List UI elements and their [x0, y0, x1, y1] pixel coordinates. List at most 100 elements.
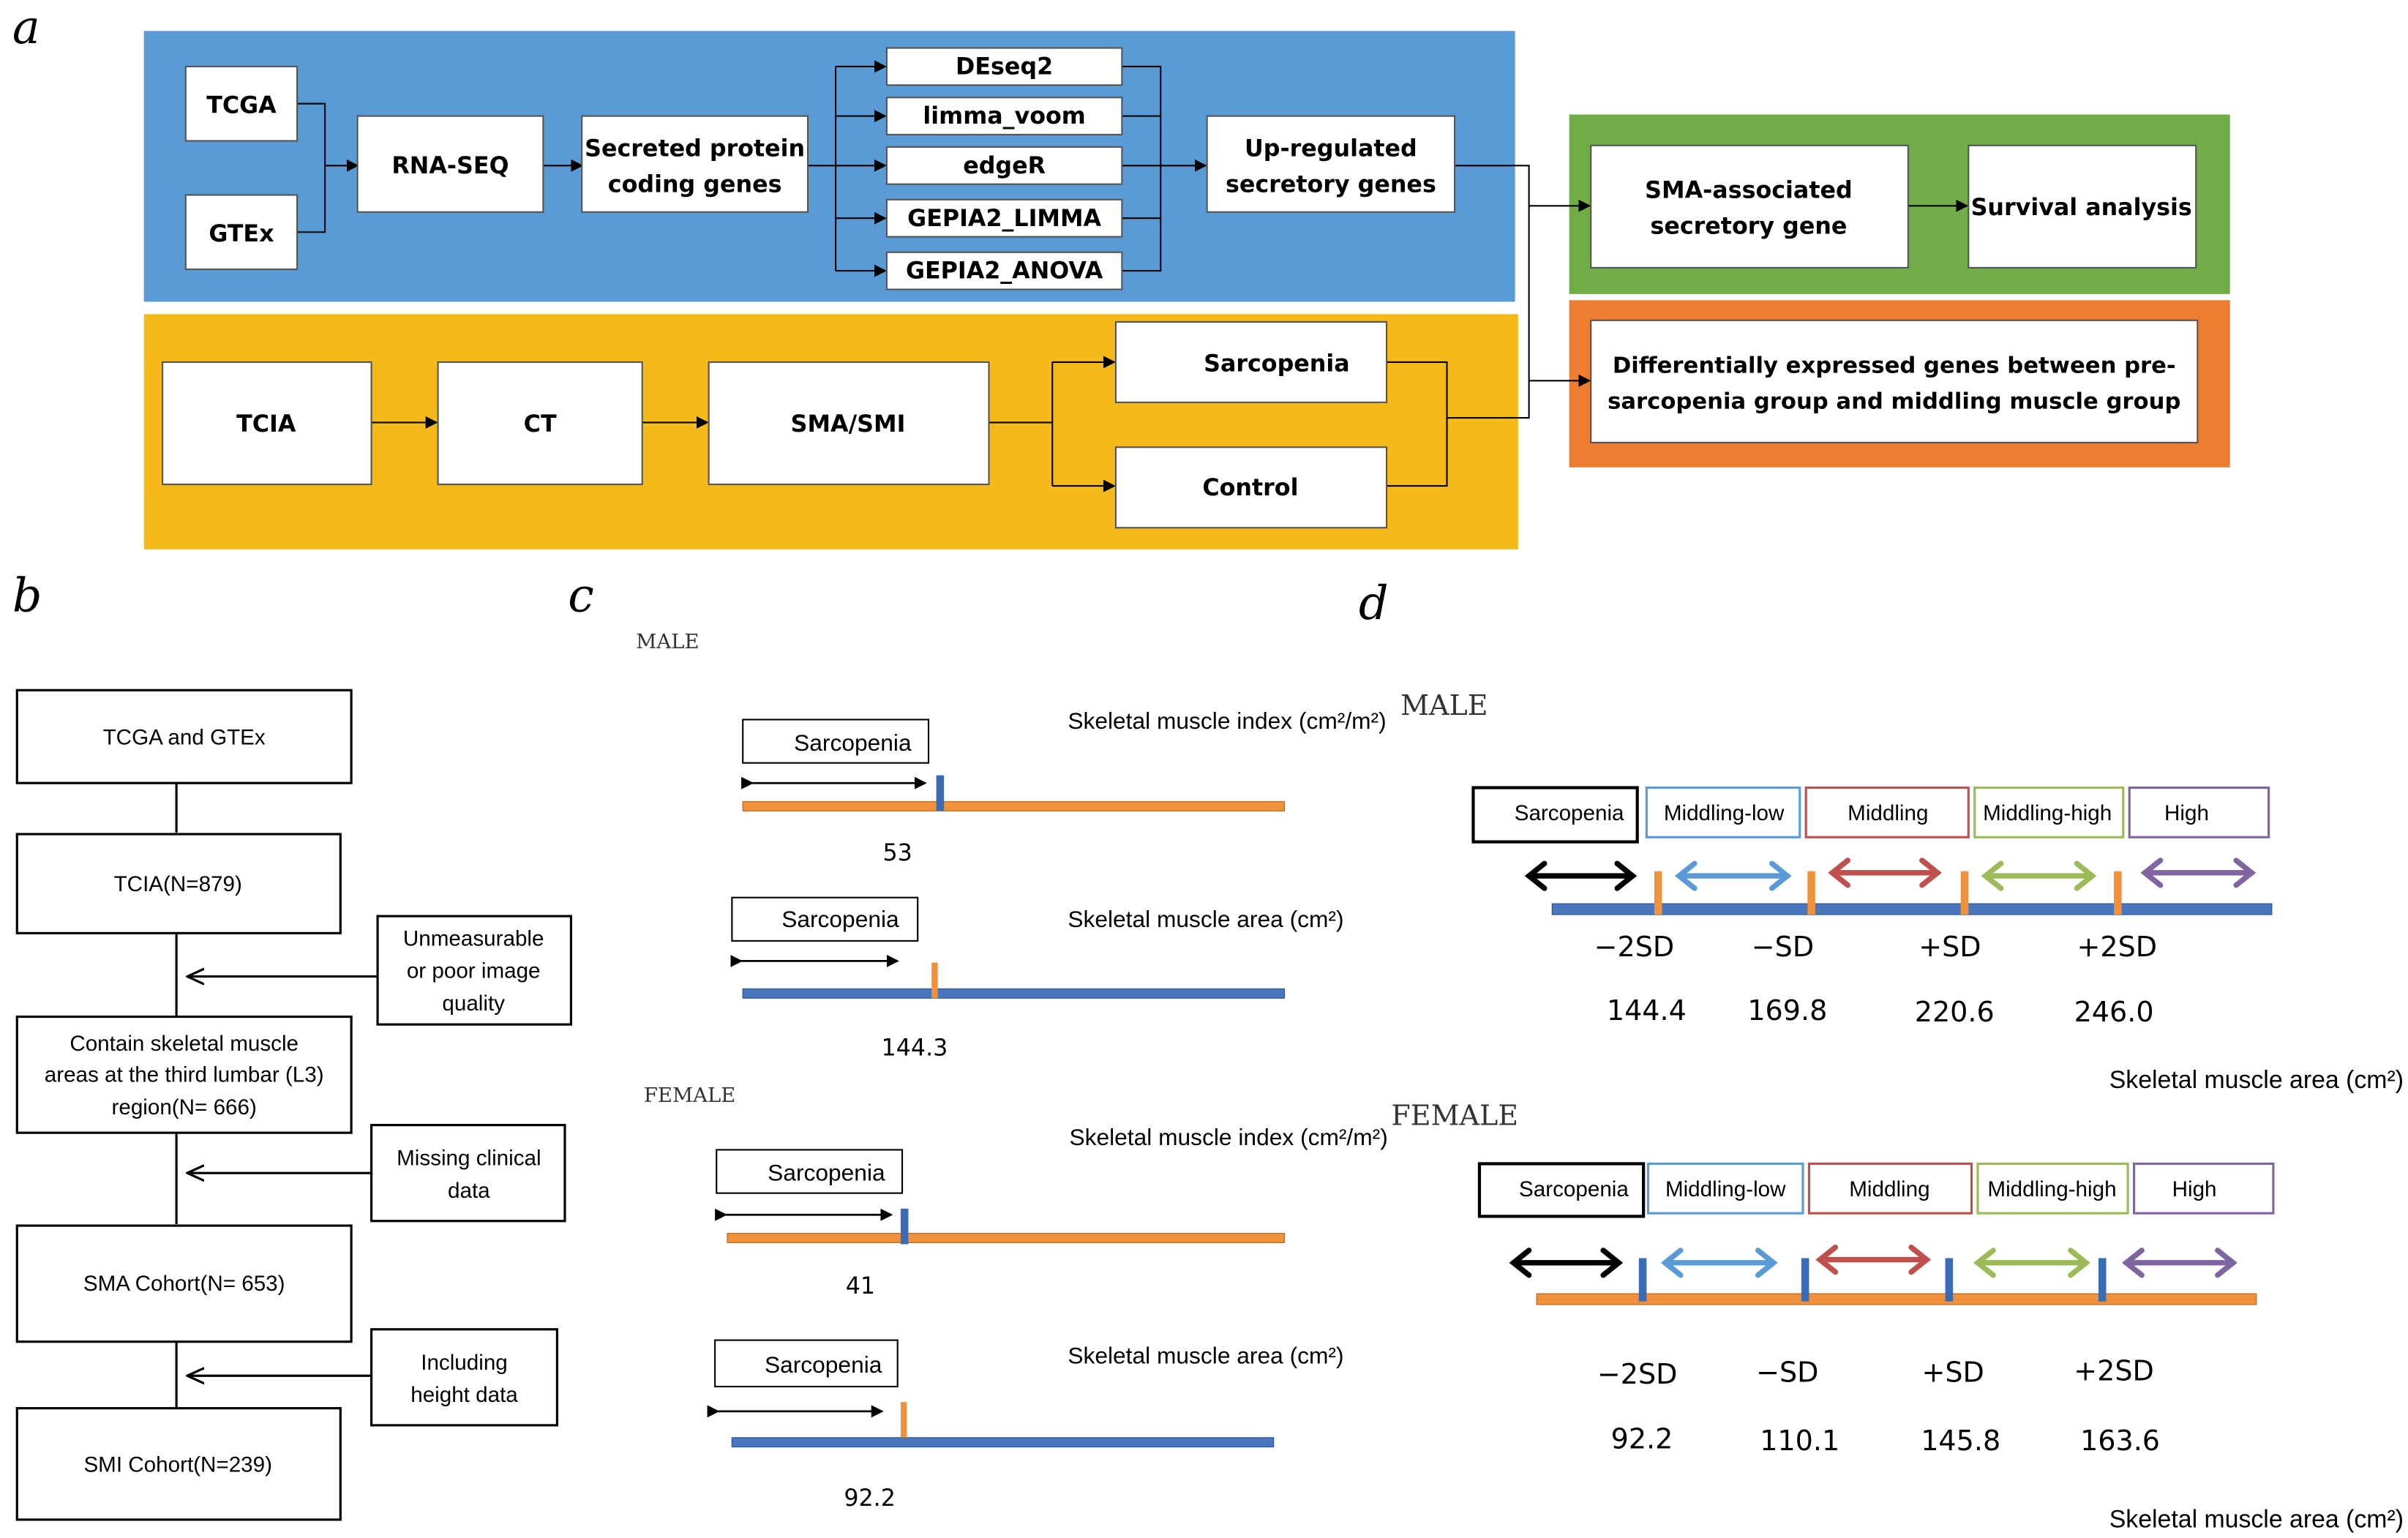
exclusion-1-text-2: or poor image	[407, 959, 541, 983]
rna-seq-box	[356, 115, 544, 213]
c-male-smi-axis-label: Skeletal muscle index (cm²/m²)	[1068, 708, 1386, 734]
flow-step-3-text-2: areas at the third lumbar (L3)	[45, 1062, 324, 1087]
d-female-group-text-3: Middling-high	[1987, 1177, 2116, 1201]
d-male-tick-0	[1654, 871, 1662, 915]
c-male-sma-bar	[742, 988, 1286, 999]
exclusion-2-text-2: data	[448, 1179, 490, 1203]
c-female-smi-sarcopenia-text: Sarcopenia	[768, 1160, 885, 1186]
d-male-arrow-middling-high	[1981, 860, 2097, 891]
method-gepia2-limma-box	[885, 198, 1123, 238]
d-female-group-high	[2132, 1162, 2275, 1215]
d-female-arrow-middling-low	[1660, 1248, 1778, 1278]
d-female-tick-3	[2098, 1258, 2107, 1302]
method-text-deseq2: DEseq2	[956, 54, 1053, 80]
flow-step-3-text-3: region(N= 666)	[112, 1095, 257, 1119]
ct-box	[437, 361, 643, 486]
d-female-tick-0	[1638, 1258, 1647, 1302]
method-edger-box	[885, 146, 1123, 185]
c-female-smi-axis-label: Skeletal muscle index (cm²/m²)	[1069, 1124, 1387, 1150]
flow-step-3-text-1: Contain skeletal muscle	[70, 1032, 299, 1056]
sma-associated-text-1: SMA-associated	[1645, 178, 1853, 204]
d-male-sd-3: +2SD	[2077, 931, 2158, 963]
c-female-sma-sarcopenia-box	[714, 1339, 899, 1388]
flow-step-4	[15, 1224, 353, 1343]
exclusion-1	[376, 915, 573, 1026]
d-male-group-text-4: High	[2164, 801, 2209, 825]
ct-text: CT	[524, 411, 557, 438]
d-male-group-sarcopenia	[1471, 786, 1639, 844]
panel-d-female-label: FEMALE	[1391, 1100, 1518, 1132]
d-female-value-3: 163.6	[2080, 1425, 2160, 1457]
flow-step-1	[15, 689, 353, 784]
d-female-group-middling-low	[1646, 1162, 1804, 1215]
method-gepia2-anova-box	[885, 251, 1123, 290]
d-female-group-sarcopenia	[1477, 1162, 1646, 1218]
c-female-smi-value: 41	[846, 1273, 875, 1299]
d-male-sd-1: −SD	[1752, 931, 1814, 963]
tcga-text: TCGA	[206, 92, 277, 119]
tcga-box	[184, 65, 299, 142]
panel-d-male-label: MALE	[1400, 689, 1488, 721]
d-female-sd-2: +SD	[1921, 1357, 1984, 1389]
d-male-value-3: 246.0	[2074, 996, 2154, 1028]
c-female-smi-cutoff	[900, 1208, 909, 1245]
flow-step-2-text: TCIA(N=879)	[114, 872, 242, 896]
secreted-protein-box	[581, 115, 809, 213]
d-female-group-text-0: Sarcopenia	[1519, 1177, 1629, 1201]
d-male-sd-2: +SD	[1918, 931, 1981, 963]
c-male-smi-bar	[742, 800, 1286, 811]
flow-step-5	[15, 1407, 342, 1521]
panel-a-connectors	[297, 60, 1969, 492]
d-male-value-0: 144.4	[1607, 994, 1687, 1027]
d-female-arrow-high	[2122, 1248, 2238, 1278]
c-male-sma-cutoff	[931, 962, 938, 999]
exclusion-3	[370, 1328, 558, 1427]
c-female-sma-bar	[731, 1437, 1275, 1448]
d-female-value-0: 92.2	[1611, 1423, 1673, 1455]
d-female-arrow-middling	[1815, 1244, 1932, 1275]
d-female-value-2: 145.8	[1921, 1425, 2000, 1457]
d-male-group-middling-high	[1973, 786, 2125, 839]
method-text-gepia2-limma: GEPIA2_LIMMA	[907, 206, 1101, 232]
sma-smi-box	[708, 361, 990, 486]
rna-seq-text: RNA-SEQ	[391, 153, 509, 179]
d-male-group-text-1: Middling-low	[1664, 801, 1785, 825]
panel-d-label: d	[1359, 576, 1389, 630]
c-female-smi-sarcopenia-box	[716, 1149, 904, 1194]
flow-step-4-text: SMA Cohort(N= 653)	[83, 1272, 285, 1296]
d-female-sd-0: −2SD	[1597, 1358, 1678, 1390]
c-male-smi-value: 53	[883, 840, 912, 866]
d-male-group-high	[2128, 786, 2270, 839]
flow-step-3	[15, 1015, 353, 1134]
d-male-group-text-2: Middling	[1848, 801, 1928, 825]
c-female-smi-bar	[727, 1233, 1286, 1243]
flow-step-5-text: SMI Cohort(N=239)	[83, 1452, 272, 1477]
d-female-group-text-2: Middling	[1849, 1177, 1929, 1201]
flow-step-1-text: TCGA and GTEx	[103, 725, 266, 749]
d-female-group-text-4: High	[2172, 1177, 2217, 1201]
c-female-sma-sarcopenia-text: Sarcopenia	[765, 1351, 882, 1378]
panel-c-male-label: MALE	[636, 630, 699, 653]
d-female-group-text-1: Middling-low	[1665, 1177, 1786, 1201]
d-female-tick-1	[1801, 1258, 1809, 1302]
tcia-text: TCIA	[236, 411, 296, 438]
upregulated-box	[1206, 115, 1456, 213]
exclusion-3-text-1: Including	[421, 1351, 508, 1375]
deg-box	[1590, 319, 2199, 443]
d-female-axis-label: Skeletal muscle area (cm²)	[2109, 1506, 2404, 1534]
c-male-smi-sarcopenia-box	[742, 719, 930, 764]
c-male-smi-sarcopenia-text: Sarcopenia	[794, 729, 912, 756]
upregulated-text-1: Up-regulated	[1245, 136, 1417, 162]
d-male-arrow-sarcopenia	[1524, 860, 1638, 891]
exclusion-3-text-2: height data	[410, 1383, 518, 1407]
panel-a-label: a	[12, 0, 40, 54]
panel-c-female-label: FEMALE	[644, 1084, 735, 1107]
sma-associated-text-2: secretory gene	[1650, 213, 1847, 239]
d-female-value-1: 110.1	[1760, 1425, 1839, 1457]
d-male-sd-0: −2SD	[1594, 931, 1675, 963]
upregulated-text-2: secretory genes	[1226, 171, 1436, 198]
c-male-smi-cutoff	[936, 775, 945, 811]
flow-step-2	[15, 833, 342, 934]
